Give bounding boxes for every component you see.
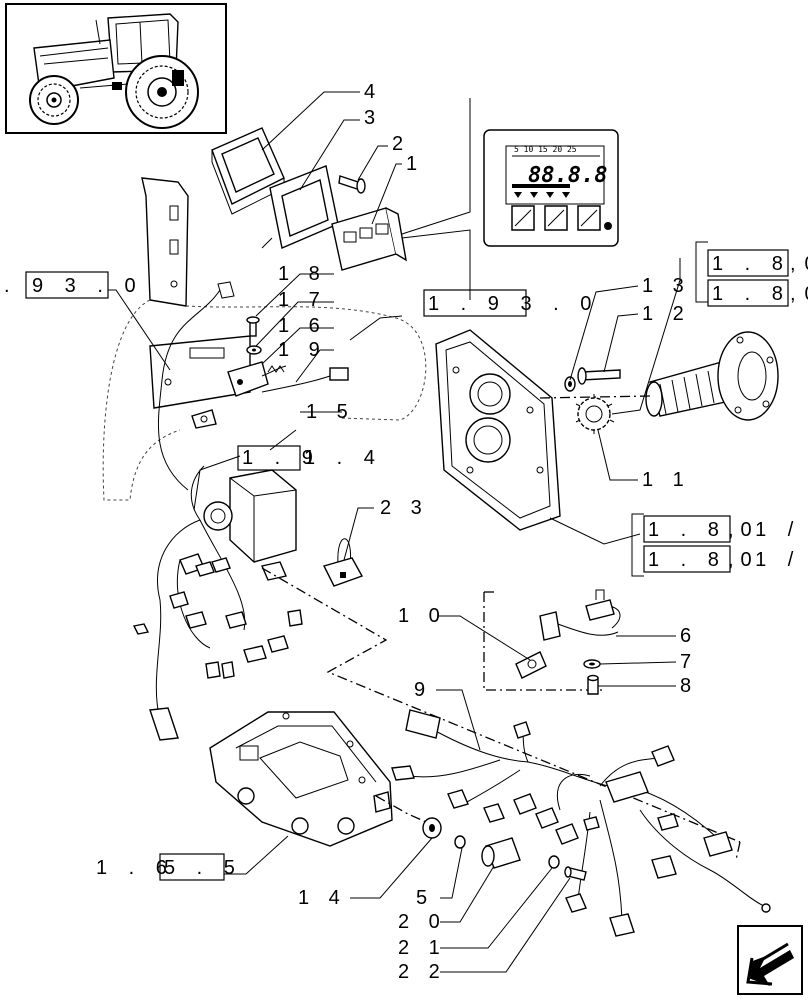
ref-180-a-suffix: ,	[790, 253, 804, 275]
callout-14: 1 4	[298, 887, 347, 909]
back-arrow-button[interactable]	[737, 925, 803, 995]
back-arrow-icon	[746, 942, 794, 986]
part-13-washer	[564, 376, 576, 392]
part-18-screw	[246, 316, 260, 337]
callout-3: 3	[364, 107, 382, 129]
ref-930-left-prefix: .	[4, 275, 18, 297]
callout-6: 6	[680, 625, 698, 647]
part-7-nut	[583, 659, 601, 669]
part-19-cable	[261, 367, 349, 393]
tractor-icon	[29, 13, 199, 129]
part-12-bolt	[577, 367, 621, 385]
part-8-screw	[587, 674, 599, 695]
transmission-cover	[435, 329, 561, 531]
callout-4: 4	[364, 81, 382, 103]
callout-23: 2 3	[380, 497, 429, 519]
callout-11: 1 1	[642, 469, 691, 491]
ref-165-box: 5 . 5	[164, 857, 243, 879]
part-11-gear	[575, 394, 615, 434]
main-harness-left	[132, 465, 303, 741]
part-21-washer	[548, 855, 560, 869]
chassis-bracket	[102, 177, 427, 501]
callout-22: 2 2	[398, 961, 447, 983]
callout-12: 1 2	[642, 303, 691, 325]
part-14-grommet	[422, 817, 442, 839]
display-panel-enlarged: 5 10 15 20 25 88.8.8	[483, 129, 619, 247]
ref-180-b-suffix: ,	[790, 283, 804, 305]
part-17-washer	[246, 345, 262, 355]
callout-13: 1 3	[642, 275, 691, 297]
ref-180-a: 1 . 8 0	[712, 253, 808, 275]
callout-7: 7	[680, 651, 698, 673]
ref-180-b: 1 . 8 0	[712, 283, 808, 305]
part-5-washer	[454, 835, 466, 849]
part-22-screw	[564, 866, 587, 881]
part-9-harness	[391, 709, 771, 937]
callout-21: 2 1	[398, 937, 447, 959]
callout-15: 1 5	[306, 401, 355, 423]
part-23-connector	[322, 538, 364, 587]
part-1-display-unit	[331, 207, 407, 271]
callout-17: 1 7	[278, 289, 327, 311]
tractor-thumbnail	[5, 3, 227, 134]
display-scale: 5 10 15 20 25	[514, 145, 577, 154]
callout-18: 1 8	[278, 263, 327, 285]
leader-lines	[108, 91, 681, 973]
ref-19-suffix: 1 . 4	[304, 447, 383, 469]
callout-labels: 4 3 2 1 1 8 1 7 1 6 1 9 1 5 1 3 1 2 1 1 …	[278, 81, 698, 983]
part-16-sensor	[227, 361, 287, 397]
part-6-sensor-cable	[539, 589, 621, 641]
ref-19-box: 1 . 9	[242, 447, 321, 469]
callout-2: 2	[392, 133, 410, 155]
callout-16: 1 6	[278, 315, 327, 337]
pto-shaft	[539, 331, 779, 421]
ref-1930-top: 1 . 9 3 . 0	[428, 293, 599, 315]
ref-930-left: 9 3 . 0	[32, 275, 144, 297]
part-2-screw	[338, 175, 366, 194]
callout-19: 1 9	[278, 339, 327, 361]
callout-5: 5	[416, 887, 434, 909]
part-3-gasket	[261, 165, 339, 249]
part-10-clip	[515, 651, 547, 679]
callout-8: 8	[680, 675, 698, 697]
display-digits: 88.8.8	[528, 163, 607, 188]
ref-165-prefix: 1 . 6	[96, 857, 175, 879]
ref-180-c: 1 . 8 0	[648, 519, 760, 541]
part-15-clip	[191, 409, 217, 429]
callout-20: 2 0	[398, 911, 447, 933]
callout-1: 1	[406, 153, 424, 175]
callout-9: 9	[414, 679, 432, 701]
rear-housing	[209, 711, 393, 847]
control-box	[203, 469, 297, 563]
reference-labels: . 9 3 . 0 1 . 9 3 . 0 1 . 9 1 . 4 1 . 8 …	[4, 249, 808, 881]
callout-10: 1 0	[398, 605, 447, 627]
ref-180-c-suffix: , 1 / 1	[728, 519, 808, 541]
ref-180-d-suffix: , 1 / 1	[728, 549, 808, 571]
ref-180-d: 1 . 8 0	[648, 549, 760, 571]
part-20-sensor	[481, 837, 521, 869]
